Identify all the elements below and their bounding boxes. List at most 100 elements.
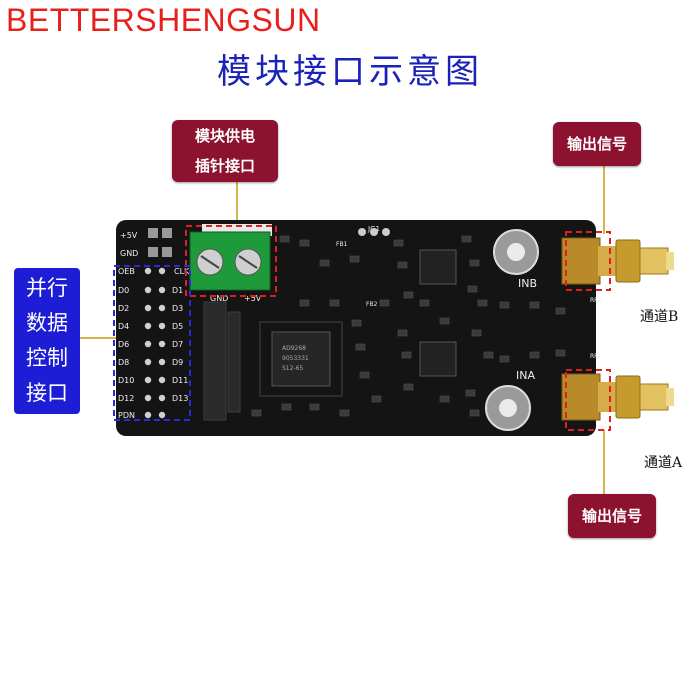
smd-component: [555, 349, 566, 357]
smd-component: [401, 351, 412, 359]
header-pin: [144, 286, 152, 294]
header-pin: [158, 304, 166, 312]
smd-component: [461, 235, 472, 243]
silk-rf2: RF2: [590, 297, 602, 304]
smd-component: [471, 329, 482, 337]
highlight-out-b: [565, 231, 611, 291]
silk-pin-label-right: D7: [172, 340, 183, 349]
smd-component: [379, 299, 390, 307]
smd-component: [467, 285, 478, 293]
page-title: 模块接口示意图: [217, 52, 483, 92]
silk-pin-label-left: D8: [118, 358, 129, 367]
silk-pin-label-right: D13: [172, 394, 188, 403]
smd-component: [499, 355, 510, 363]
smd-component: [483, 351, 494, 359]
smd-component: [359, 371, 370, 379]
smd-component: [281, 403, 292, 411]
output-signal-label-bottom: 输出信号: [568, 494, 656, 538]
smd-component: [349, 255, 360, 263]
silk-pin-label-left: D10: [118, 376, 134, 385]
smd-component: [397, 329, 408, 337]
silk-fb2: FB2: [366, 301, 378, 308]
header-pin: [158, 394, 166, 402]
smd-component: [469, 259, 480, 267]
sma-connector-a: [561, 373, 674, 421]
silk-pin-label-right: D9: [172, 358, 183, 367]
smd-component: [371, 395, 382, 403]
smd-component: [403, 383, 414, 391]
smd-component: [439, 395, 450, 403]
parallel-label-4: 接口: [26, 381, 68, 405]
header-pin: [144, 340, 152, 348]
pin-gnd: [148, 247, 158, 257]
header-pin: [144, 304, 152, 312]
silk-pin-label-right: D3: [172, 304, 183, 313]
power-header-label: 模块供电 插针接口: [172, 120, 278, 182]
silk-clk: CLK: [174, 267, 190, 276]
highlight-out-a: [565, 369, 611, 431]
parallel-label-3: 控制: [26, 346, 68, 370]
silk-oeb: OEB: [118, 267, 135, 276]
smd-component: [299, 239, 310, 247]
chip-mark-3: S12-65: [282, 365, 303, 372]
smd-component: [439, 317, 450, 325]
header-pin: [158, 267, 166, 275]
header-pin: [158, 286, 166, 294]
silk-ina: INA: [516, 369, 535, 382]
silk-gnd-terminal: GND: [210, 294, 228, 303]
header-pin: [144, 411, 152, 419]
smd-component: [339, 409, 350, 417]
smd-component: [279, 235, 290, 243]
smd-component: [403, 291, 414, 299]
smd-component: [299, 299, 310, 307]
amp-chip-a: [419, 341, 457, 377]
silk-pin-label-left: D2: [118, 304, 129, 313]
chip-mark-1: AD9268: [282, 345, 306, 352]
header-pin: [144, 394, 152, 402]
header-pin: [158, 322, 166, 330]
channel-a-label: 通道A: [644, 455, 683, 471]
silk-pin-label-left: D0: [118, 286, 129, 295]
header-pin: [158, 376, 166, 384]
silk-pdn: PDN: [118, 411, 135, 420]
smd-component: [329, 299, 340, 307]
smd-component: [555, 307, 566, 315]
silk-pin-label-right: D5: [172, 322, 183, 331]
silk-5v-terminal: +5V: [244, 294, 262, 303]
smd-component: [419, 299, 430, 307]
silk-5v: +5V: [120, 231, 138, 240]
parallel-label-2: 数据: [26, 311, 68, 335]
highlight-boxes: [113, 225, 611, 431]
smd-component: [355, 343, 366, 351]
header-pin: [144, 376, 152, 384]
sma-connector-b: [561, 237, 674, 285]
silk-pin-label-left: D4: [118, 322, 129, 331]
amp-chip-b: [419, 249, 457, 285]
smd-component: [251, 409, 262, 417]
smd-component: [529, 301, 540, 309]
smd-component: [465, 389, 476, 397]
silk-rf1: RF1: [590, 353, 602, 360]
output-signal-text-top: 输出信号: [566, 135, 627, 153]
header-pin: [158, 358, 166, 366]
header-pin: [144, 267, 152, 275]
silk-inb: INB: [518, 277, 537, 290]
smd-component: [319, 259, 330, 267]
silk-pin-label-left: D6: [118, 340, 129, 349]
adc-chip: AD9268 9053331 S12-65: [259, 321, 343, 397]
header-pin: [158, 411, 166, 419]
header-pin: [144, 322, 152, 330]
smd-component: [351, 319, 362, 327]
highlight-parallel: [113, 265, 191, 421]
highlight-power: [185, 225, 277, 297]
power-label-line2: 插针接口: [194, 157, 255, 175]
smd-component: [477, 299, 488, 307]
silk-gnd: GND: [120, 249, 138, 258]
smd-component: [397, 261, 408, 269]
silk-pin-label-right: D11: [172, 376, 188, 385]
brand-watermark: BETTERSHENGSUN: [6, 2, 321, 38]
power-label-line1: 模块供电: [194, 127, 255, 145]
